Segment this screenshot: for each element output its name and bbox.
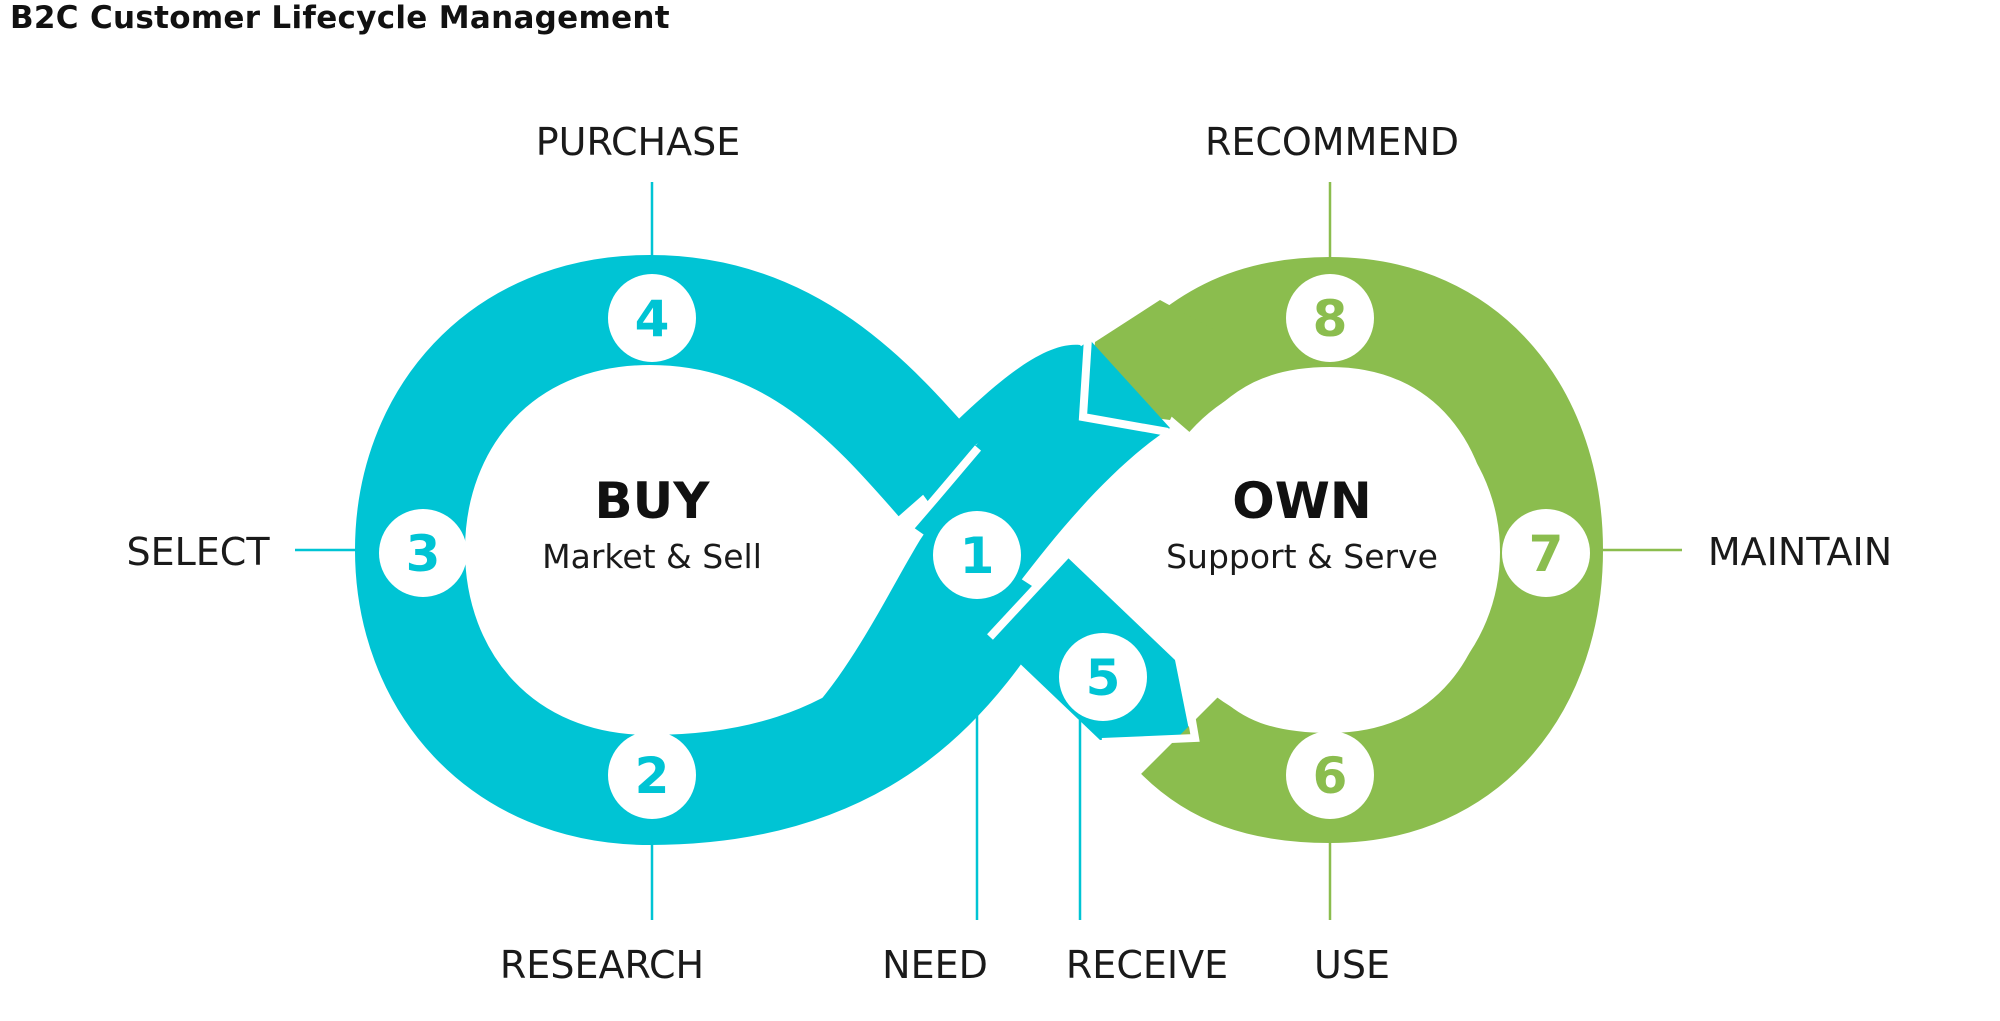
- stage-label-maintain: MAINTAIN: [1708, 530, 1892, 574]
- badge-number: 6: [1313, 747, 1348, 805]
- separator-strand-2: [987, 550, 1071, 640]
- buy-loop-title: BUY: [595, 472, 711, 530]
- stage-label-purchase: PURCHASE: [536, 120, 740, 164]
- stage-badge-6: 6: [1286, 731, 1374, 819]
- own-inner-hole: [1144, 372, 1500, 732]
- badge-circle: [933, 511, 1021, 599]
- stage-badge-4: 4: [608, 274, 696, 362]
- separator-strand-3: [1101, 661, 1200, 746]
- badge-number: 7: [1529, 525, 1564, 583]
- badge-number: 8: [1313, 290, 1348, 348]
- stage-badge-2: 2: [608, 731, 696, 819]
- separator-strand-4: [904, 445, 982, 533]
- stage-label-recommend: RECOMMEND: [1205, 120, 1459, 164]
- stage-label-research: RESEARCH: [500, 943, 704, 987]
- page-title: B2C Customer Lifecycle Management: [10, 0, 670, 36]
- badge-circle: [608, 731, 696, 819]
- badge-number: 1: [960, 527, 995, 585]
- stage-badge-5: 5: [1059, 633, 1147, 721]
- stage-badge-8: 8: [1286, 274, 1374, 362]
- stage-badge-7: 7: [1502, 509, 1590, 597]
- stage-label-use: USE: [1314, 943, 1390, 987]
- buy-loop-subtitle: Market & Sell: [542, 537, 762, 576]
- badge-number: 2: [635, 747, 670, 805]
- badge-circle: [1059, 633, 1147, 721]
- stage-label-need: NEED: [882, 943, 988, 987]
- stage-label-select: SELECT: [126, 530, 270, 574]
- badge-number: 5: [1086, 649, 1121, 707]
- stage-badge-3: 3: [379, 509, 467, 597]
- badge-number: 4: [635, 290, 670, 348]
- badge-circle: [1286, 274, 1374, 362]
- stage-label-receive: RECEIVE: [1066, 943, 1228, 987]
- own-loop-subtitle: Support & Serve: [1166, 537, 1438, 576]
- separator-strand-1: [1078, 337, 1169, 436]
- buy-strand-top-tip: [1085, 340, 1165, 430]
- badge-circle: [379, 509, 467, 597]
- badge-number: 3: [406, 525, 441, 583]
- badge-circle: [608, 274, 696, 362]
- buy-inner-hole: [475, 368, 835, 732]
- badge-circle: [1502, 509, 1590, 597]
- stage-badge-1: 1: [933, 511, 1021, 599]
- own-loop-title: OWN: [1232, 472, 1372, 530]
- badge-circle: [1286, 731, 1374, 819]
